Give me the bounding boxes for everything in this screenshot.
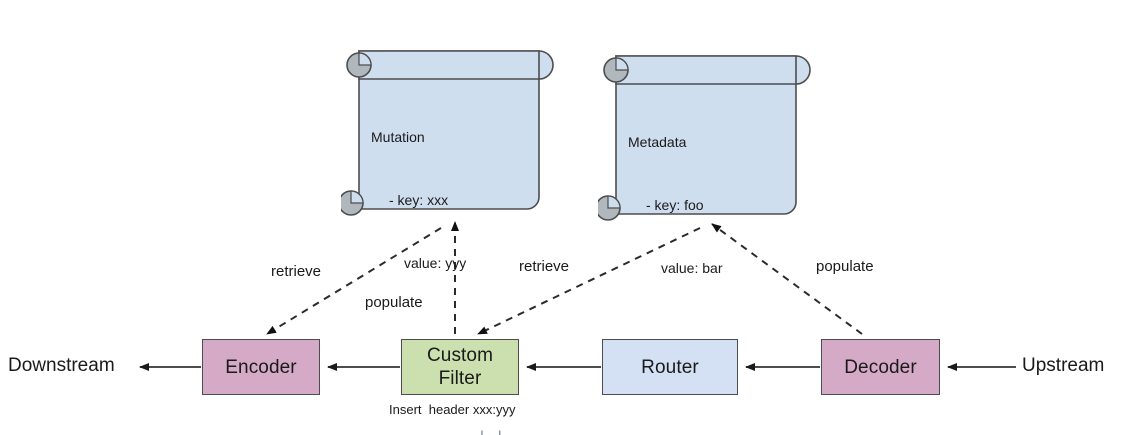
label-downstream: Downstream: [8, 355, 115, 376]
node-encoder-label: Encoder: [225, 356, 297, 378]
label-upstream: Upstream: [1022, 355, 1105, 376]
node-custom-filter-label-line2: Filter: [438, 368, 482, 389]
node-router[interactable]: Router: [602, 339, 738, 395]
node-custom-filter-label-line1: Custom: [426, 345, 494, 366]
note-mutation-value: value: yyy: [404, 255, 467, 271]
node-custom-filter[interactable]: Custom Filter: [401, 339, 519, 395]
caption-filter-action: Insert header xxx:yyy: [389, 402, 516, 417]
note-metadata-value: value: bar: [661, 260, 723, 276]
note-metadata: Metadata - key: foo value: bar: [598, 50, 818, 276]
note-mutation-text: Mutation - key: xxx value: yyy: [371, 85, 466, 316]
node-custom-filter-label: Custom Filter: [427, 344, 493, 390]
node-decoder[interactable]: Decoder: [821, 339, 940, 395]
node-decoder-label: Decoder: [844, 356, 917, 378]
note-mutation-key: - key: xxx: [389, 192, 449, 208]
label-retrieve-mutation: retrieve: [271, 263, 322, 280]
label-populate-mutation: populate: [365, 294, 423, 311]
note-mutation: Mutation - key: xxx value: yyy: [341, 45, 561, 271]
label-populate-metadata: populate: [816, 258, 874, 275]
note-metadata-key: - key: foo: [646, 197, 704, 213]
note-mutation-title: Mutation: [371, 129, 425, 145]
label-retrieve-metadata: retrieve: [519, 258, 570, 275]
node-router-label: Router: [641, 356, 699, 378]
edge-populate-metadata: [711, 223, 863, 335]
note-metadata-title: Metadata: [628, 134, 687, 150]
node-encoder[interactable]: Encoder: [202, 339, 320, 395]
note-metadata-text: Metadata - key: foo value: bar: [628, 90, 722, 321]
caption-clipped-bottom: – – | – |: [455, 428, 502, 435]
